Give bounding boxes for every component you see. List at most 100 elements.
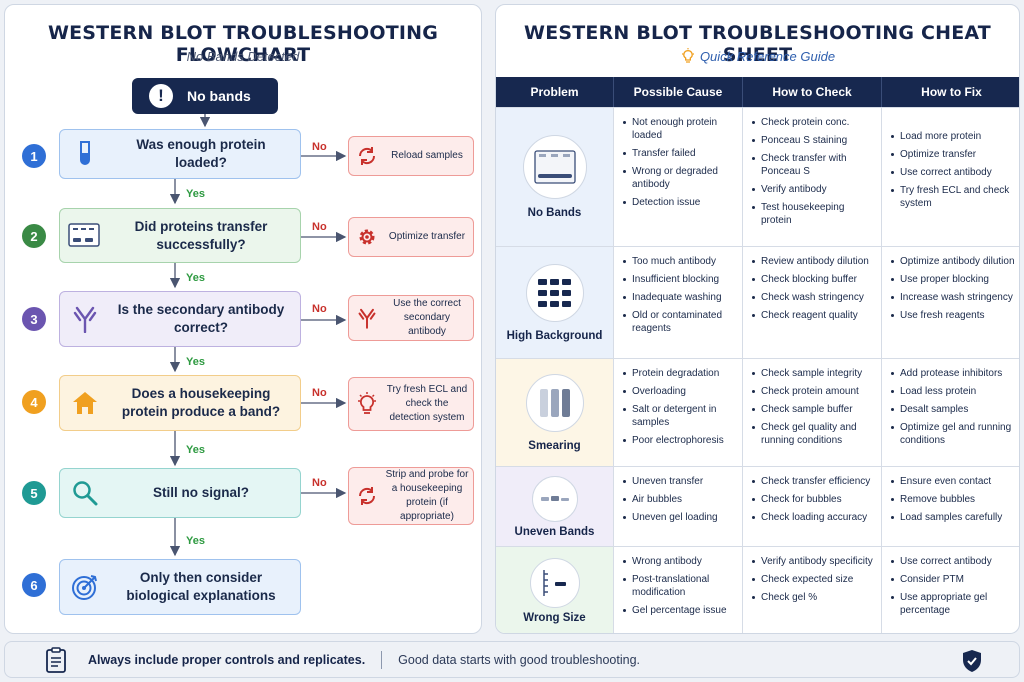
- list-item: Use correct antibody: [891, 166, 1015, 179]
- fix-2: Optimize transfer: [348, 217, 474, 257]
- list-item: Detection issue: [623, 196, 736, 209]
- cheatsheet-subtitle-row: Quick Reference Guide: [496, 48, 1019, 67]
- high-background-blot-icon: [525, 263, 584, 322]
- list-item: Check gel quality and running conditions: [752, 421, 875, 447]
- footer-bar: Always include proper controls and repli…: [4, 641, 1020, 678]
- list-item: Check sample buffer: [752, 403, 875, 416]
- list-item: Check for bubbles: [752, 493, 875, 506]
- test-tube-icon: [60, 130, 110, 178]
- no-label-5: No: [312, 477, 327, 489]
- list-item: Check protein amount: [752, 385, 875, 398]
- list-item: Increase wash stringency: [891, 291, 1015, 304]
- list-item: Poor electrophoresis: [623, 434, 736, 447]
- no-label-4: No: [312, 387, 327, 399]
- antibody-icon: [60, 292, 110, 346]
- problem-label: No Bands: [527, 207, 582, 219]
- list-item: Optimize gel and running conditions: [891, 421, 1015, 447]
- list-item: Verify antibody: [752, 183, 875, 196]
- antibody-icon: [349, 307, 385, 329]
- list-item: Desalt samples: [891, 403, 1015, 416]
- fix-2-text: Optimize transfer: [388, 231, 466, 242]
- cheatsheet-title: WESTERN BLOT TROUBLESHOOTING CHEAT SHEET: [524, 22, 991, 66]
- lightbulb-icon: [680, 48, 696, 67]
- flow-connectors: [169, 114, 347, 557]
- step-5-question: Still no signal?: [152, 485, 249, 500]
- footer-divider: [381, 650, 383, 669]
- list-item: Ensure even contact: [891, 475, 1015, 488]
- list-item: Check transfer efficiency: [752, 475, 875, 488]
- step-4-question: Does a housekeeping protein produce a ba…: [121, 386, 281, 419]
- gear-icon: [349, 226, 385, 248]
- home-icon: [60, 376, 110, 430]
- step-number-3: 3: [22, 307, 46, 331]
- lightbulb-icon: [349, 392, 385, 416]
- yes-label-3: Yes: [186, 356, 205, 368]
- list-item: Check wash stringency: [752, 291, 875, 304]
- step-3: Is the secondary antibody correct?: [59, 291, 301, 347]
- list-item: Uneven transfer: [623, 475, 736, 488]
- list-item: Ponceau S staining: [752, 134, 875, 147]
- list-item: Wrong antibody: [623, 555, 736, 568]
- list-item: Wrong or degraded antibody: [623, 165, 736, 191]
- list-item: Check loading accuracy: [752, 511, 875, 524]
- step-number-2: 2: [22, 224, 46, 248]
- list-item: Test housekeeping protein: [752, 201, 875, 227]
- uneven-bands-icon: [531, 475, 578, 522]
- step-5: Still no signal?: [59, 468, 301, 518]
- list-item: Air bubbles: [623, 493, 736, 506]
- list-item: Optimize antibody dilution: [891, 256, 1015, 267]
- list-item: Not enough protein loaded: [623, 116, 736, 142]
- list-item: Overloading: [623, 385, 736, 398]
- list-item: Check reagent quality: [752, 309, 875, 322]
- list-item: Inadequate washing: [623, 291, 736, 304]
- list-item: Use fresh reagents: [891, 309, 1015, 322]
- alert-icon: !: [149, 84, 173, 108]
- header-problem: Problem: [496, 77, 614, 107]
- yes-label-1: Yes: [186, 188, 205, 200]
- step-1: Was enough protein loaded?: [59, 129, 301, 179]
- refresh-icon: [349, 485, 385, 507]
- flowchart-title: WESTERN BLOT TROUBLESHOOTING FLOWCHART: [47, 22, 439, 66]
- list-item: Use appropriate gel percentage: [891, 591, 1015, 617]
- step-number-5: 5: [22, 481, 46, 505]
- list-item: Check expected size: [752, 573, 875, 586]
- cheatsheet-subtitle: Quick Reference Guide: [699, 49, 836, 64]
- step-1-question: Was enough protein loaded?: [136, 137, 266, 170]
- problem-cell: High Background: [496, 247, 614, 358]
- problem-label: Wrong Size: [523, 612, 586, 624]
- no-label-3: No: [312, 303, 327, 315]
- problem-cell: No Bands: [496, 108, 614, 246]
- list-item: Post-translational modification: [623, 573, 736, 599]
- list-item: Salt or detergent in samples: [623, 403, 736, 429]
- step-number-6: 6: [22, 573, 46, 597]
- header-fix: How to Fix: [921, 85, 982, 99]
- list-item: Check transfer with Ponceau S: [752, 152, 875, 178]
- list-item: Too much antibody: [623, 255, 736, 268]
- list-item: Check blocking buffer: [752, 273, 875, 286]
- no-label-2: No: [312, 221, 327, 233]
- list-item: Uneven gel loading: [623, 511, 736, 524]
- list-item: Load more protein: [891, 130, 1015, 143]
- start-node: ! No bands: [132, 78, 278, 114]
- problem-label: Smearing: [528, 439, 581, 452]
- list-item: Insufficient blocking: [623, 273, 736, 286]
- yes-label-4: Yes: [186, 444, 205, 456]
- footer-tagline: Good data starts with good troubleshooti…: [398, 652, 640, 667]
- problem-cell: Uneven Bands: [496, 467, 614, 546]
- list-item: Load less protein: [891, 385, 1015, 398]
- fix-3: Use the correct secondary antibody: [348, 295, 474, 341]
- list-item: Add protease inhibitors: [891, 367, 1015, 380]
- flowchart-subtitle: No Bands Detected: [186, 49, 300, 64]
